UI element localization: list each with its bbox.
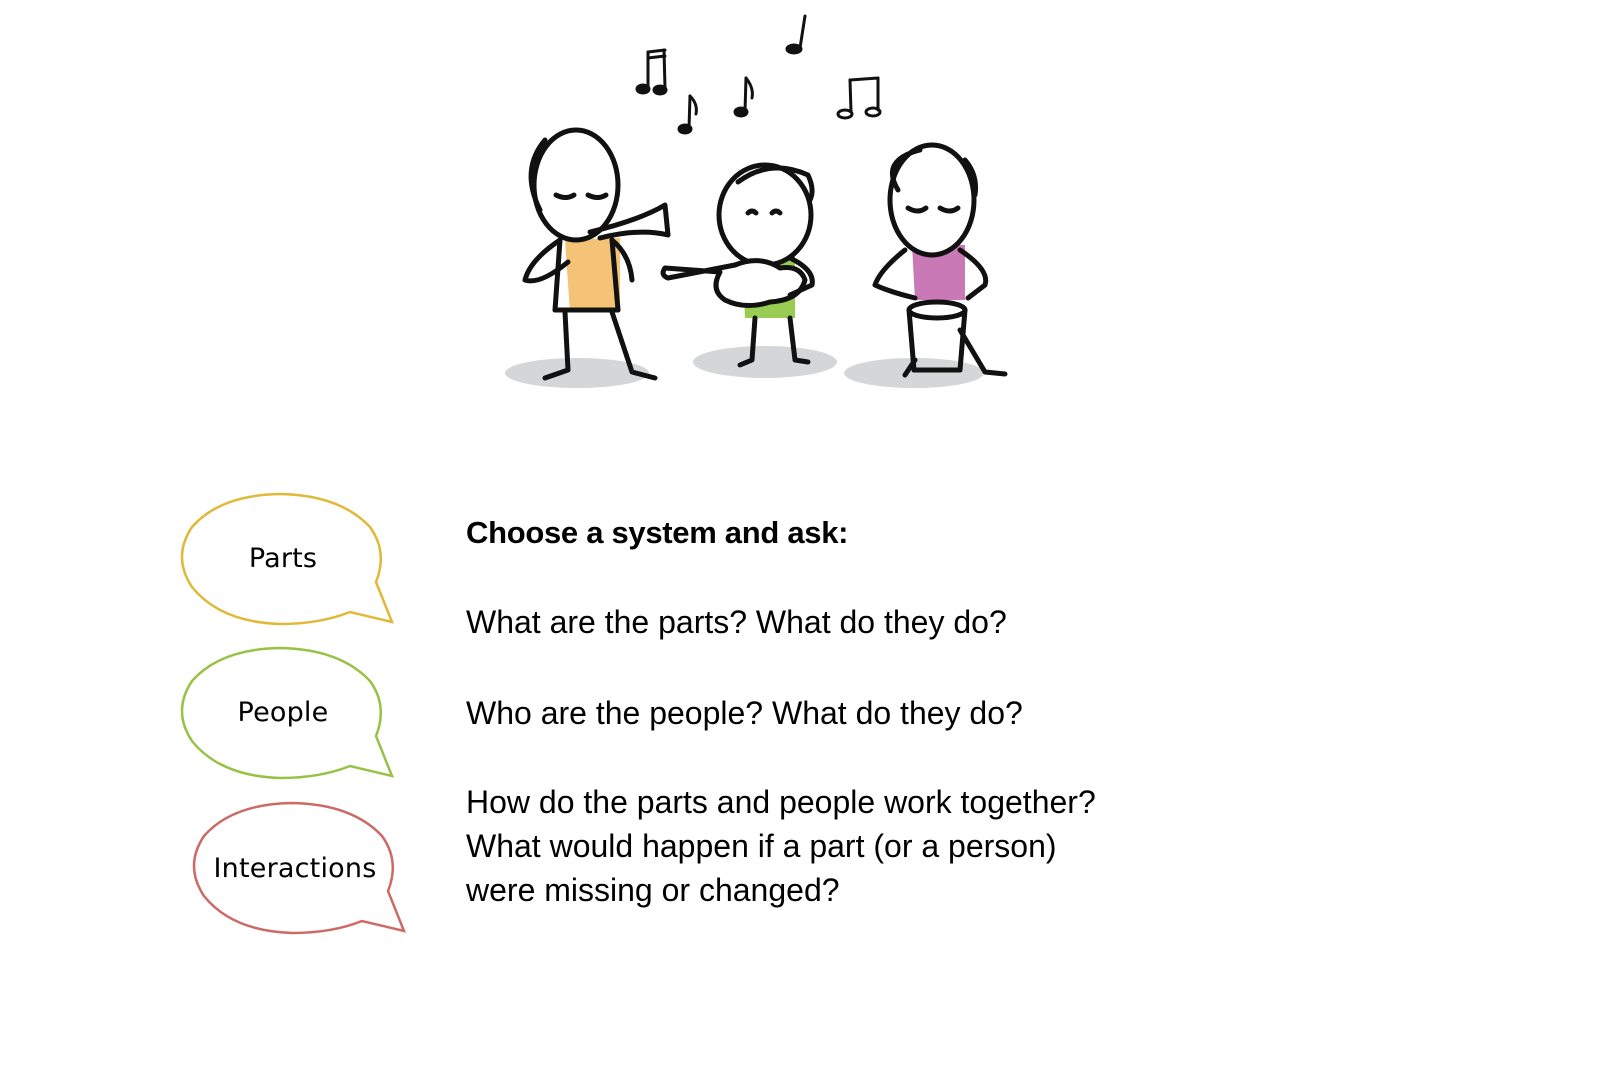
prompt-heading: Choose a system and ask: <box>466 515 849 550</box>
bubble-interactions: Interactions <box>192 801 412 941</box>
question-interactions-line-3: were missing or changed? <box>466 872 840 908</box>
speech-bubble-icon <box>180 492 395 626</box>
question-people: Who are the people? What do they do? <box>466 695 1023 731</box>
speech-bubble-icon <box>192 801 407 935</box>
music-notes-icon <box>635 14 882 135</box>
bubble-label: Interactions <box>213 853 377 884</box>
bubble-parts: Parts <box>180 492 400 632</box>
bubble-label: People <box>237 697 329 728</box>
question-interactions-line-1: How do the parts and people work togethe… <box>466 784 1096 820</box>
speech-bubble-icon <box>180 646 395 780</box>
bubble-people: People <box>180 646 400 786</box>
musicians-icon <box>505 14 1008 388</box>
bubble-label: Parts <box>248 543 318 574</box>
question-parts: What are the parts? What do they do? <box>466 604 1007 640</box>
prompt-content: Choose a system and ask: What are the pa… <box>466 512 1226 912</box>
question-interactions-line-2: What would happen if a part (or a person… <box>466 828 1057 864</box>
musicians-illustration <box>480 0 1040 420</box>
